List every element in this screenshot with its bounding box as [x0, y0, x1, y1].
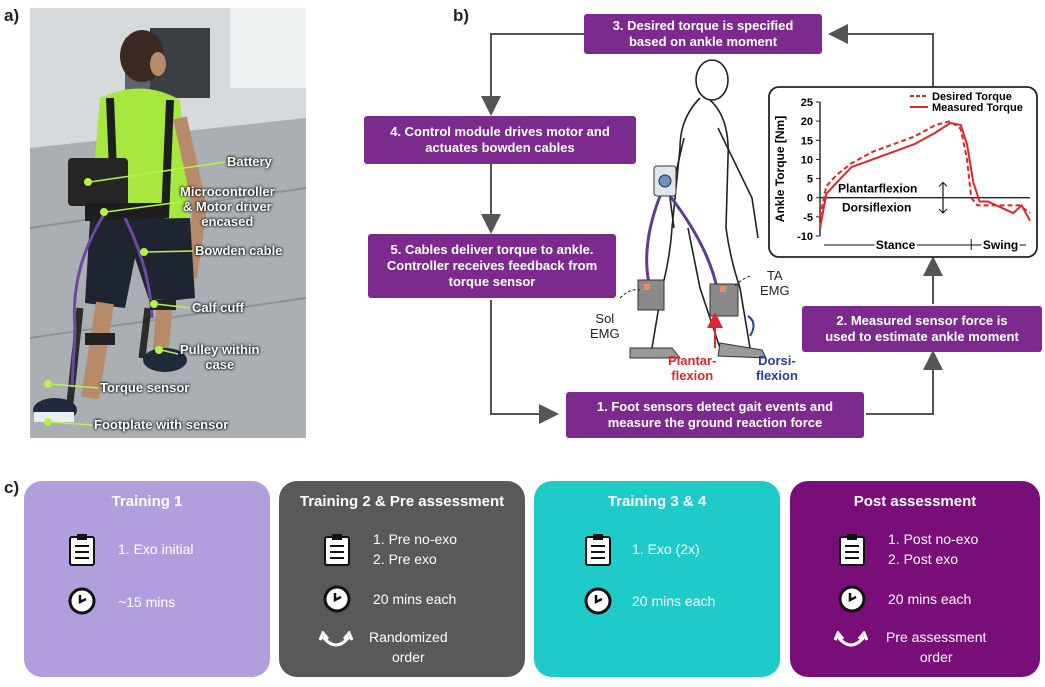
battery-label: Battery	[227, 154, 272, 169]
card-training-3: Training 3 & 4 1. Exo (2x) 20 mins each	[534, 481, 780, 677]
battery-dot	[84, 178, 92, 186]
panel-c-letter: c)	[4, 478, 20, 497]
clock-icon	[68, 587, 96, 615]
panel-a-leader-lines	[49, 161, 226, 426]
card-title: Training 1	[111, 493, 183, 510]
panel-a-letter: a)	[4, 6, 20, 25]
shuffle-icon	[319, 631, 353, 647]
clipboard-icon	[69, 534, 95, 566]
dorsiflexion-label: Dorsi-flexion	[756, 353, 798, 383]
card-training-1: Training 1 1. Exo initial ~15 mins	[24, 481, 270, 677]
card-training-2: Training 2 & Pre assessment 1. Pre no-ex…	[279, 481, 525, 677]
y-axis-label: Ankle Torque [Nm]	[773, 116, 787, 222]
y-tick-label: 10	[801, 154, 813, 166]
y-tick-label: 25	[801, 97, 813, 109]
pulley-label: Pulley within case	[180, 342, 260, 372]
microcontroller-label: Microcontroller & Motor driver encased	[180, 184, 275, 229]
micro-dot	[100, 208, 108, 216]
card-time: 20 mins each	[373, 591, 457, 607]
dorsiflexion-annotation: Dorsiflexion	[842, 201, 911, 215]
calf-dot	[150, 300, 158, 308]
series-line	[819, 122, 1031, 229]
card-time: 20 mins each	[888, 591, 972, 607]
clock-icon	[838, 585, 866, 613]
y-tick-label: 20	[801, 116, 813, 128]
y-tick-label: 0	[807, 193, 813, 205]
y-tick-label: 5	[807, 174, 813, 186]
pulley-dot	[155, 346, 163, 354]
flexion-arrow-up	[938, 181, 948, 187]
bowden-cable-label: Bowden cable	[195, 243, 283, 258]
y-tick-label: -5	[803, 212, 813, 224]
chart-frame	[768, 86, 1038, 258]
card-list-item: 1. Exo (2x)	[632, 541, 700, 557]
card-title: Post assessment	[853, 493, 977, 510]
swing-label: Swing	[983, 238, 1018, 252]
card-title: Training 2 & Pre assessment	[299, 493, 505, 510]
clock-icon	[323, 585, 351, 613]
card-title: Training 3 & 4	[607, 493, 707, 510]
legend-entry: Desired Torque	[932, 91, 1012, 103]
y-tick-label: 15	[801, 135, 813, 147]
footplate-label: Footplate with sensor	[94, 417, 229, 432]
clipboard-icon	[585, 534, 611, 566]
clock-icon	[584, 587, 612, 615]
y-tick-label: -10	[797, 231, 813, 243]
exoskeleton-photo: Battery Microcontroller & Motor driver e…	[30, 8, 306, 438]
calf-cuff-label: Calf cuff	[192, 300, 244, 315]
clipboard-icon	[324, 534, 350, 566]
plantarflexion-label: Plantar-flexion	[668, 353, 717, 383]
clipboard-icon	[839, 534, 865, 566]
walking-figure	[619, 59, 767, 359]
photo-illustration	[30, 8, 306, 438]
legend-entry: Measured Torque	[932, 102, 1023, 114]
shuffle-icon	[834, 631, 868, 647]
stance-label: Stance	[876, 238, 916, 252]
torque-sensor-label: Torque sensor	[100, 380, 190, 395]
panel-b-letter: b)	[453, 6, 470, 25]
card-time: ~15 mins	[118, 594, 176, 610]
card-time: 20 mins each	[632, 593, 716, 609]
torque-dot	[44, 380, 52, 388]
flexion-arrow-down	[938, 208, 948, 214]
footplate-dot	[44, 418, 52, 426]
bowden-dot	[140, 248, 148, 256]
flow-arrows	[481, 24, 943, 424]
step-5-box: 5. Cables deliver torque to ankle.Contro…	[368, 234, 616, 298]
plantarflexion-annotation: Plantarflexion	[838, 182, 917, 196]
card-list-item: 1. Exo initial	[118, 541, 194, 557]
